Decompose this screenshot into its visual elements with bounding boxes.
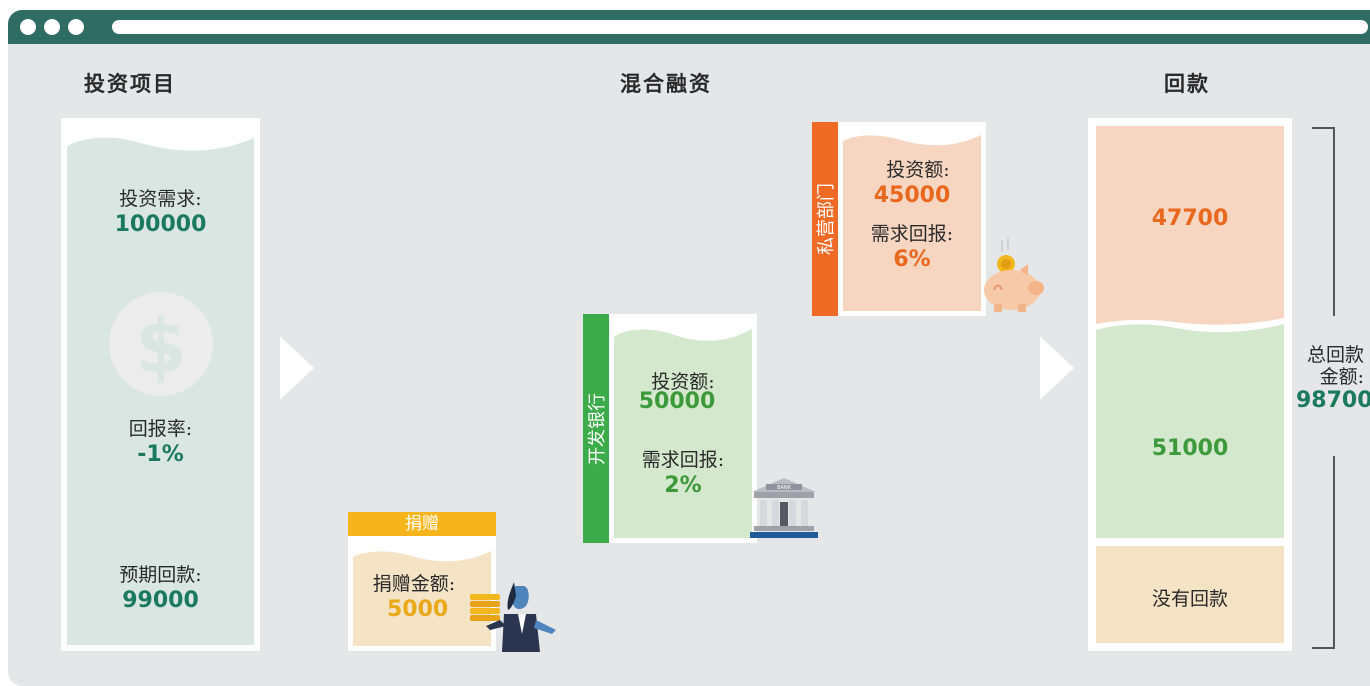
private-sector-paper: 投资额: 45000 需求回报: 6% (843, 127, 981, 311)
rate-label: 回报率: (128, 418, 193, 440)
window-dot-2[interactable] (44, 19, 60, 35)
private-return-value: 6% (893, 247, 931, 272)
app-window: 投资项目 混合融资 回款 投资需求: 100000 $ 回报率: -1% 预期回… (8, 10, 1370, 686)
returns-donation-text: 没有回款 (1151, 588, 1228, 610)
private-invest-label: 投资额: (886, 159, 950, 181)
title-bar (8, 10, 1370, 44)
total-return-label-1: 总回款 (1306, 344, 1364, 366)
piggy-bank-icon (976, 238, 1046, 314)
column-title-blended-finance: 混合融资 (620, 72, 712, 96)
total-return-label-2: 金额: (1319, 366, 1364, 388)
flow-arrow-1 (280, 336, 314, 400)
total-return-value: 98700 (1296, 388, 1370, 413)
dollar-coin-icon: $ (109, 292, 213, 396)
column-title-project: 投资项目 (84, 72, 176, 96)
returns-donation-block: 没有回款 (1096, 546, 1284, 643)
private-return-label: 需求回报: (870, 223, 954, 245)
private-sector-tab: 私营部门 (812, 122, 838, 316)
project-card: 投资需求: 100000 $ 回报率: -1% 预期回款: 99000 (61, 118, 260, 651)
returns-bank-block: 51000 (1096, 318, 1284, 538)
dev-bank-invest-label: 投资额: (651, 371, 715, 393)
total-bracket (1312, 127, 1335, 649)
flow-arrow-2 (1040, 336, 1074, 400)
demand-label: 投资需求: (119, 188, 202, 210)
window-dot-1[interactable] (20, 19, 36, 35)
svg-text:BANK: BANK (777, 485, 792, 491)
expected-value: 99000 (122, 588, 199, 613)
window-dot-3[interactable] (68, 19, 84, 35)
person-with-coins-icon (466, 576, 562, 652)
dev-bank-tab: 开发银行 (583, 314, 609, 543)
donation-paper: 捐赠金额: 5000 (353, 541, 491, 646)
private-sector-card: 投资额: 45000 需求回报: 6% (838, 122, 986, 316)
expected-label: 预期回款: (119, 564, 202, 586)
returns-private-block: 47700 (1096, 126, 1284, 326)
dev-bank-paper: 投资额: 50000 需求回报: 2% (614, 319, 752, 538)
private-invest-value: 45000 (873, 183, 951, 208)
donation-amount-label: 捐赠金额: (372, 573, 456, 595)
dev-bank-tab-label: 开发银行 (587, 392, 608, 465)
donation-tab: 捐赠 (348, 512, 496, 536)
bank-icon: BANK (750, 478, 818, 540)
private-sector-tab-label: 私营部门 (816, 183, 837, 255)
donation-amount-value: 5000 (387, 597, 449, 622)
returns-private-value: 47700 (1151, 206, 1229, 231)
returns-card: 47700 51000 没有回款 (1088, 118, 1292, 651)
dev-bank-invest-value: 50000 (638, 389, 716, 414)
rate-value: -1% (137, 442, 184, 467)
donation-card: 捐赠金额: 5000 (348, 536, 496, 651)
dev-bank-return-value: 2% (664, 473, 702, 498)
dev-bank-card: 投资额: 50000 需求回报: 2% (609, 314, 757, 543)
demand-value: 100000 (114, 212, 207, 237)
svg-text:$: $ (135, 304, 187, 390)
dev-bank-return-label: 需求回报: (641, 449, 725, 471)
address-bar[interactable] (112, 20, 1368, 34)
returns-bank-value: 51000 (1151, 436, 1229, 461)
column-title-return: 回款 (1164, 72, 1210, 96)
project-paper: 投资需求: 100000 $ 回报率: -1% 预期回款: 99000 (67, 124, 254, 645)
